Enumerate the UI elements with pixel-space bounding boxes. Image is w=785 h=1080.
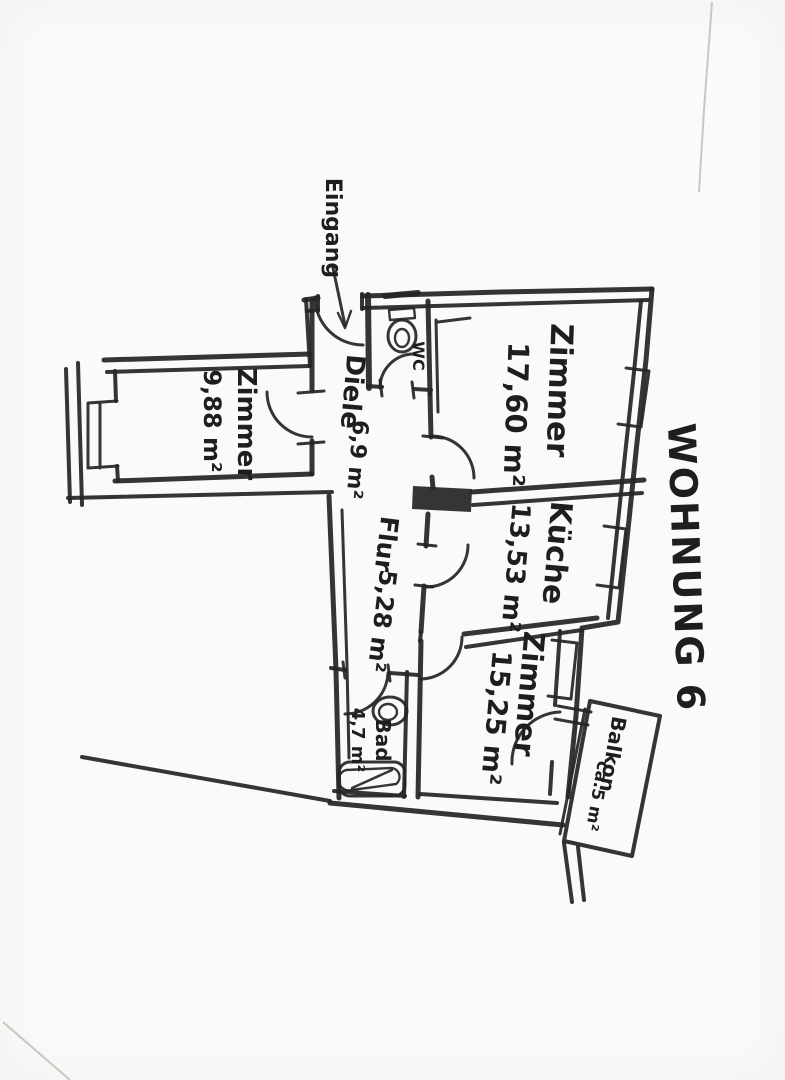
door-arc-entrance — [313, 295, 365, 347]
window-zimmerlinks — [86, 399, 120, 470]
wall-zimmersued-right-inner — [548, 629, 562, 796]
wall-zimmergross-top-inner — [436, 316, 472, 324]
washbasin-inner — [377, 702, 399, 722]
wall-wc-right — [425, 298, 433, 397]
fixtures — [337, 306, 418, 798]
wall-wc-right-inner — [434, 318, 440, 414]
label-wc: WC — [409, 341, 428, 370]
wall-below-leftwing — [66, 490, 334, 500]
wall-leftwing-bottom — [112, 471, 315, 484]
wall-bad-zimmersued-a — [415, 638, 424, 800]
label-flur-area: 5,28 m² — [362, 568, 402, 674]
wall-bottom-zimmer-inner — [418, 792, 559, 805]
washbasin — [371, 695, 409, 727]
jamb-tick-bad-a — [341, 660, 347, 680]
wall-kueche-zimmersued-a — [461, 615, 600, 637]
wall-zimmergross-kueche-b — [471, 491, 644, 507]
label-flur-name: Flur — [369, 515, 405, 575]
apartment-title: WOHNUNG 6 — [659, 422, 713, 713]
label-kueche-area: 13,53 m² — [494, 502, 535, 634]
door-arc-kueche — [424, 543, 470, 589]
window-zimmergross — [616, 366, 651, 429]
door-arc-wc — [378, 352, 416, 390]
arrow-shaft — [331, 266, 347, 327]
wall-leftwing-corner — [304, 297, 312, 368]
door-arc-zimmerlinks — [265, 390, 314, 439]
wall-stub-junction — [412, 486, 472, 512]
wall-leftwing-left-a — [113, 369, 118, 403]
page-edge-top-right — [698, 1, 713, 193]
building-edge-left-a — [64, 367, 72, 504]
wall-leftwing-top-inner — [105, 364, 312, 374]
wall-right-inner — [606, 299, 643, 620]
doors — [265, 295, 593, 766]
label-zimmer-links-name: Zimmer — [231, 368, 261, 481]
balcony-wall-inner — [558, 707, 587, 836]
label-balkon-area: ca.5 m² — [581, 759, 613, 832]
bathtub-inner — [337, 766, 401, 792]
label-diele-area: 6,9 m² — [341, 419, 373, 500]
wall-wc-left — [365, 292, 372, 391]
wall-diele-zimmergross — [427, 391, 436, 491]
toilet-bowl-inner — [393, 327, 411, 349]
wall-west-outer — [326, 493, 342, 801]
jamb-tick-wc-b — [410, 380, 416, 400]
toilet-tank — [387, 306, 417, 322]
page-edge-bottom-left — [2, 1021, 71, 1080]
entrance-arrow — [331, 266, 353, 330]
label-diele-name: Diele — [334, 353, 370, 430]
wall-leftwing-top-outer — [101, 351, 313, 363]
arrow-head — [336, 309, 353, 330]
entrance-label: Eingang — [320, 178, 345, 278]
label-zimmer-links-area: 9,88 m² — [198, 369, 226, 472]
building-edge-bottom-left — [80, 755, 332, 803]
label-bad-area: 4,7 m² — [347, 708, 368, 773]
wall-kueche-zimmersued-b — [464, 628, 584, 649]
wall-heavy-above-wc — [382, 290, 421, 299]
balcony-structure — [558, 699, 662, 858]
outer-walls — [64, 286, 655, 904]
window-kueche — [595, 524, 628, 590]
building-edge-below-balcony-b — [576, 845, 586, 902]
label-zimmer-gross-name: Zimmer — [539, 323, 580, 459]
label-zimmer-gross-area: 17,60 m² — [496, 341, 535, 487]
wall-kueche-left — [418, 511, 431, 635]
wall-west-inner — [340, 508, 351, 760]
door-arc-zimmersued — [418, 635, 464, 681]
wall-zimmergross-kueche-a — [469, 477, 647, 495]
interior-walls — [296, 292, 647, 800]
jamb-tick-b — [296, 440, 326, 446]
wall-top-outer — [301, 286, 655, 303]
door-arc-balkon — [510, 710, 562, 766]
windows — [86, 366, 651, 701]
label-kueche-name: Küche — [535, 500, 579, 606]
wall-wc-bottom — [366, 384, 433, 392]
wall-right-outer — [565, 286, 655, 800]
balcony-outline — [562, 699, 662, 858]
wall-top-inner — [305, 298, 650, 313]
toilet-bowl — [386, 318, 418, 354]
door-arc-bad — [343, 671, 390, 716]
building-edge-left-b — [76, 361, 84, 507]
building-edge-below-balcony-a — [562, 841, 574, 904]
label-bad-name: Bad — [371, 718, 395, 761]
window-zimmersued — [546, 638, 579, 701]
door-arc-zimmergross — [430, 434, 476, 480]
label-zimmer-sued-area: 15,25 m² — [474, 649, 517, 786]
jamb-tick-ku-a — [416, 542, 438, 548]
wall-bottom-outer — [327, 800, 566, 828]
jamb-tick-a — [296, 389, 326, 395]
scan-artifacts — [2, 1, 713, 1080]
